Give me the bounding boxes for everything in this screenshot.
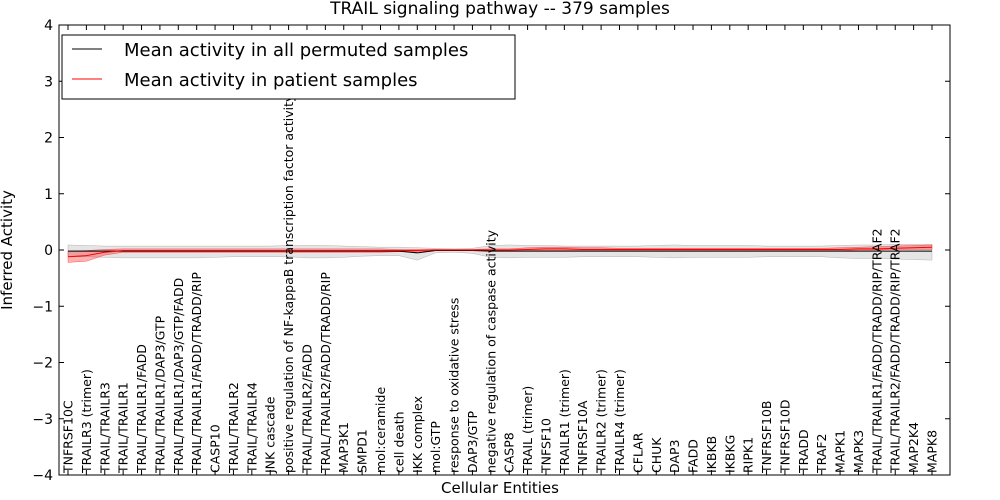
x-tick-label: positive regulation of NF-kappaB transcr… xyxy=(281,94,296,473)
x-tick-label: MAP3K1 xyxy=(336,422,351,473)
x-tick-label: TNFSF10 xyxy=(538,418,553,474)
x-tick-label: TRAIL/TRAILR1/FADD/TRADD/RIP/TRAF2 xyxy=(869,228,884,474)
x-tick-label: mol:ceramide xyxy=(373,387,388,473)
x-tick-label: negative regulation of caspase activity xyxy=(483,229,498,473)
legend-label-patient: Mean activity in patient samples xyxy=(124,70,418,91)
y-tick-label: 0 xyxy=(44,243,53,259)
x-tick-label: CASP10 xyxy=(208,424,223,473)
series-lines xyxy=(67,246,933,258)
x-tick-label: IKBKB xyxy=(704,436,719,473)
x-tick-label: TRAIL/TRAILR4 xyxy=(244,382,259,474)
x-tick-label: RIPK1 xyxy=(741,437,756,473)
x-tick-label: TNFRSF10D xyxy=(777,399,792,474)
x-tick-label: TRAIL/TRAILR1/DAP3/GTP/FADD xyxy=(171,278,186,474)
x-tick-label: JNK cascade xyxy=(263,396,278,474)
y-tick-label: −1 xyxy=(32,299,53,315)
y-axis-label: Inferred Activity xyxy=(0,190,16,310)
y-tick-label: −4 xyxy=(32,468,53,484)
x-tick-label: TRADD xyxy=(796,429,811,474)
x-tick-label: DAP3 xyxy=(667,440,682,473)
x-tick-label: CHUK xyxy=(649,437,664,473)
x-tick-label: TRAIL/TRAILR3 xyxy=(97,382,112,474)
x-tick-label: IKK complex xyxy=(410,396,425,473)
y-tick-label: 2 xyxy=(44,131,53,147)
x-tick-label: CFLAR xyxy=(630,432,645,473)
x-tick-label: DAP3/GTP xyxy=(465,410,480,473)
chart-title: TRAIL signaling pathway -- 379 samples xyxy=(329,0,670,19)
x-tick-label: TRAF2 xyxy=(814,433,829,474)
y-tick-label: 3 xyxy=(44,74,53,90)
x-tick-label: MAPK8 xyxy=(925,430,940,473)
y-tick-label: −2 xyxy=(32,356,53,372)
x-tick-label: TNFRSF10B xyxy=(759,401,774,474)
legend-label-permuted: Mean activity in all permuted samples xyxy=(124,40,468,61)
y-tick-label: 1 xyxy=(44,187,53,203)
y-axis: −4 −3 −2 −1 0 1 2 3 4 xyxy=(32,18,950,484)
x-tick-label: mol:GTP xyxy=(428,421,443,473)
x-tick-label: TRAIL (trimer) xyxy=(520,386,535,474)
x-tick-label: FADD xyxy=(686,439,701,473)
x-axis-label: Cellular Entities xyxy=(441,479,559,497)
x-tick-label: response to oxidative stress xyxy=(447,298,462,473)
x-tick-label: TRAILR3 (trimer) xyxy=(79,369,94,474)
x-tick-label: TRAIL/TRAILR1/FADD/TRADD/RIP xyxy=(189,272,204,474)
series-line xyxy=(67,246,933,258)
x-tick-label: TRAIL/TRAILR2 xyxy=(226,382,241,474)
x-tick-label: TNFRSF10C xyxy=(61,400,76,474)
x-tick-label: MAPK1 xyxy=(833,430,848,473)
x-tick-label: TNFRSF10A xyxy=(575,400,590,474)
y-tick-label: −3 xyxy=(32,412,53,428)
x-tick-label: TRAIL/TRAILR1/FADD xyxy=(134,344,149,474)
x-tick-label: TRAIL/TRAILR2/FADD/TRADD/RIP xyxy=(318,272,333,474)
x-tick-label: CASP8 xyxy=(502,432,517,473)
x-tick-label: TRAILR2 (trimer) xyxy=(594,369,609,474)
y-tick-label: 4 xyxy=(44,18,53,34)
legend-box xyxy=(61,34,516,100)
x-tick-label: MAPK3 xyxy=(851,430,866,473)
x-tick-label: TRAIL/TRAILR2/FADD/TRADD/RIP/TRAF2 xyxy=(888,228,903,474)
legend: Mean activity in all permuted samples Me… xyxy=(61,34,516,100)
x-tick-label: MAP2K4 xyxy=(906,422,921,473)
x-tick-label: IKBKG xyxy=(722,435,737,473)
x-tick-label: cell death xyxy=(391,411,406,473)
x-tick-label: TRAIL/TRAILR2/FADD xyxy=(299,344,314,474)
x-tick-label: TRAIL/TRAILR1 xyxy=(116,382,131,474)
x-tick-label: TRAILR1 (trimer) xyxy=(557,369,572,474)
x-tick-label: TRAIL/TRAILR1/DAP3/GTP xyxy=(152,315,167,474)
x-tick-label: TRAILR4 (trimer) xyxy=(612,369,627,474)
series-line xyxy=(68,250,932,254)
x-tick-label: SMPD1 xyxy=(355,429,370,473)
